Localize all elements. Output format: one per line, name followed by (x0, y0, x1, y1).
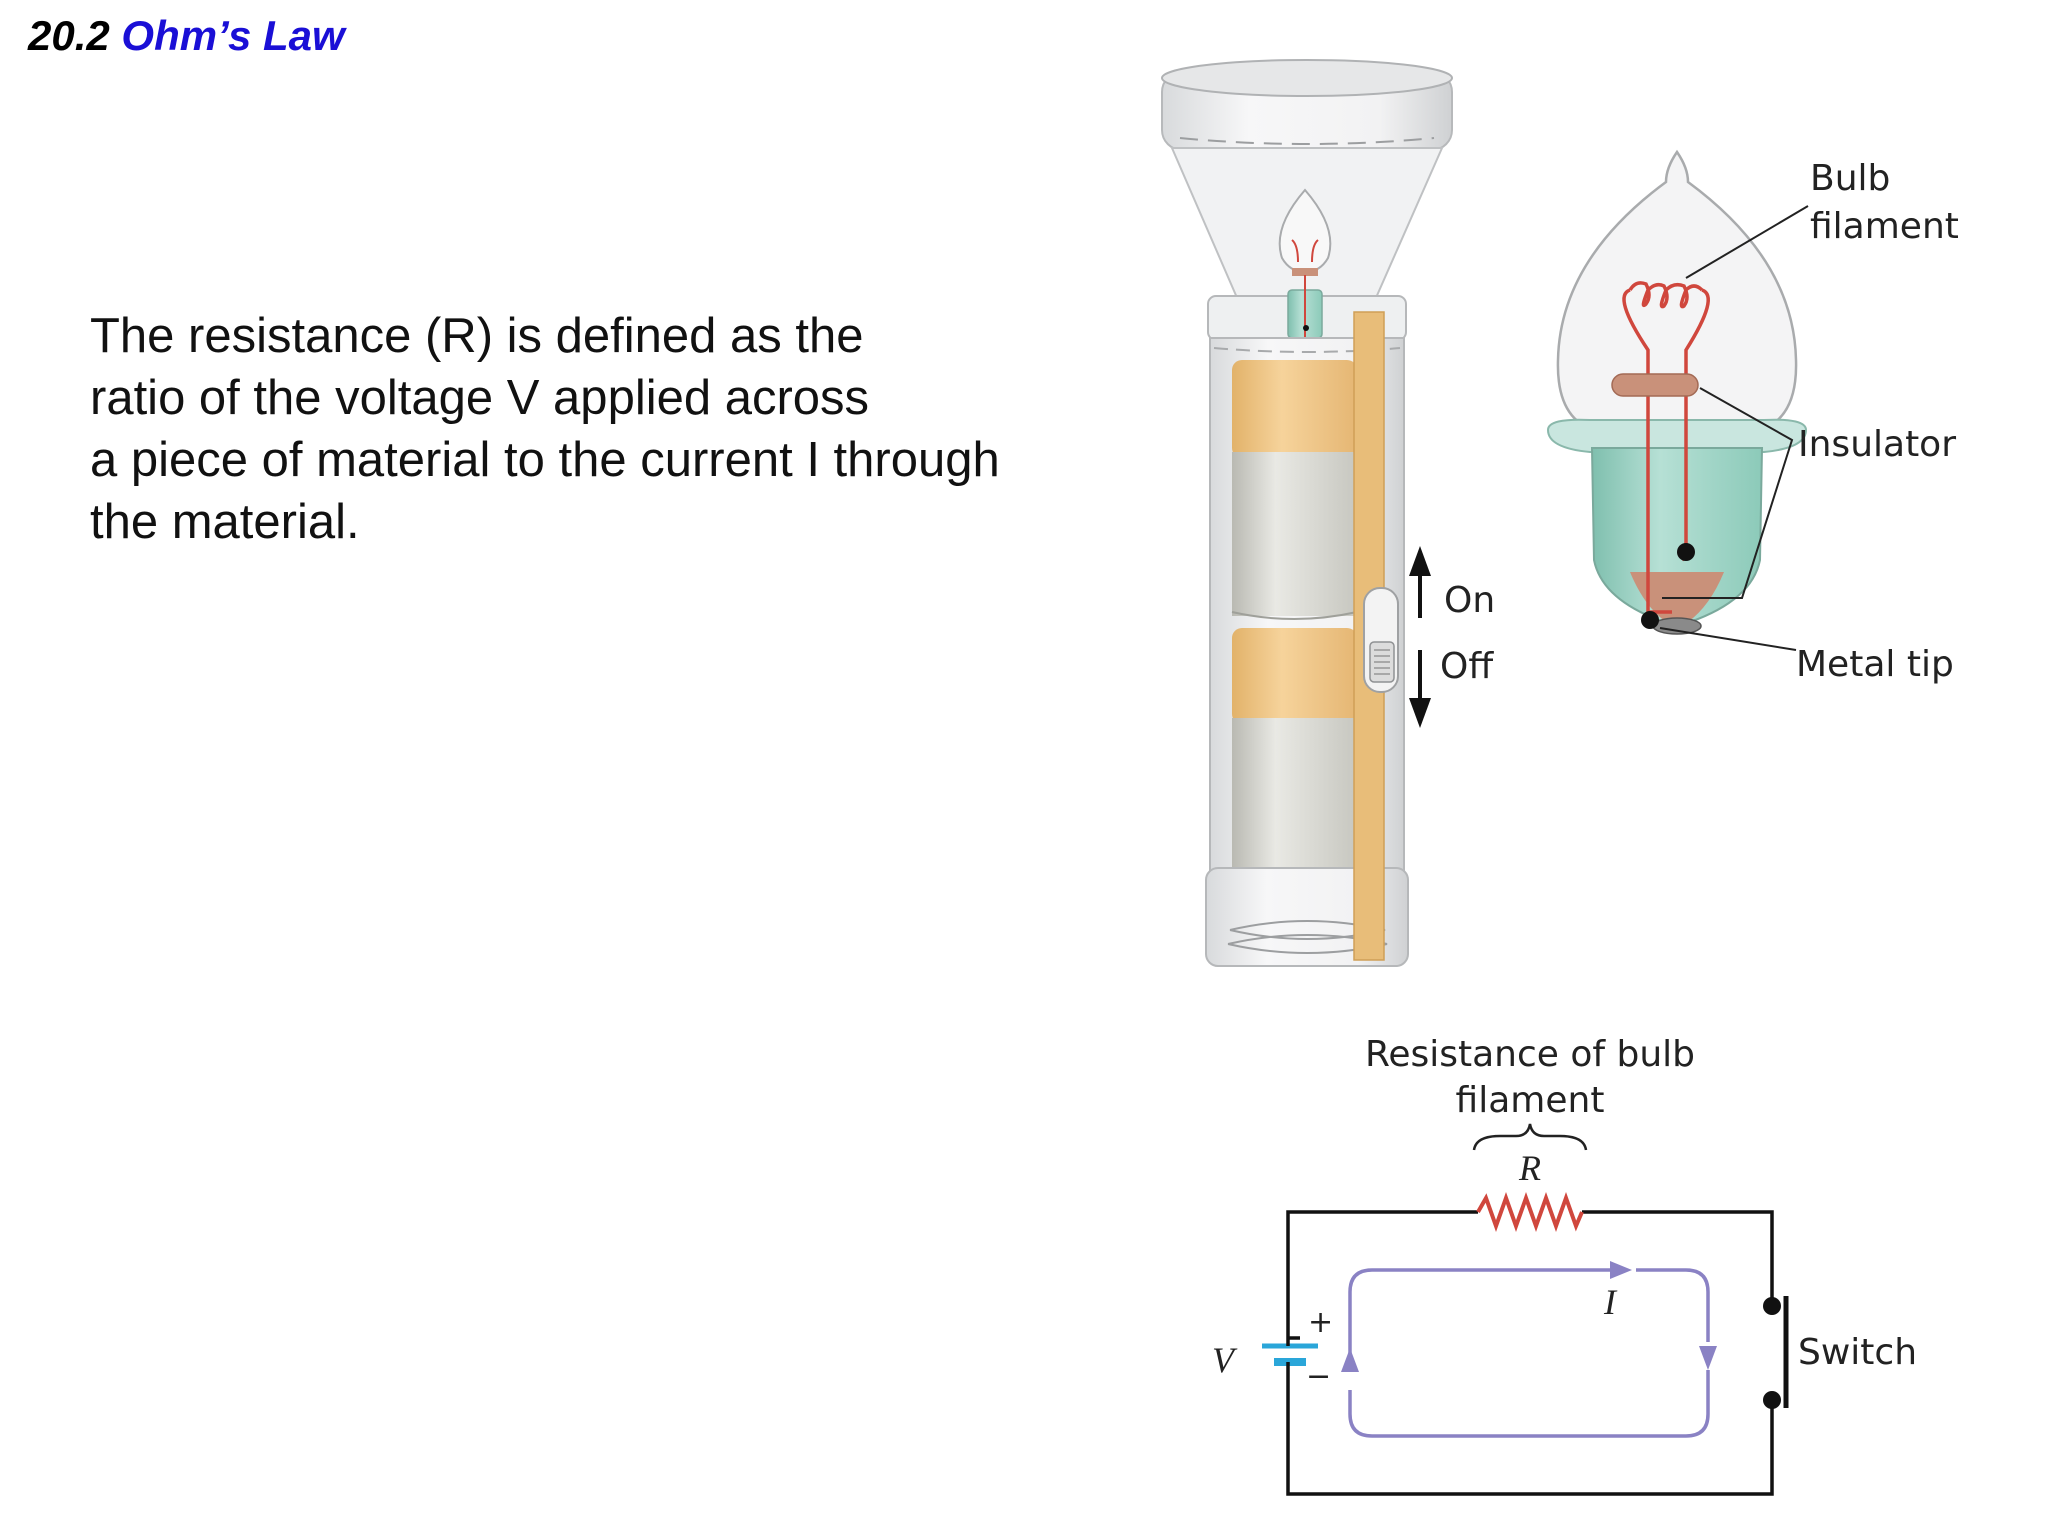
tip-contact-dot (1641, 611, 1659, 629)
insulator-label: Insulator (1798, 424, 1956, 465)
small-bulb-icon (1278, 188, 1332, 352)
metal-tip-label: Metal tip (1796, 644, 1954, 685)
switch-symbol (1763, 1296, 1789, 1409)
lead-contact-dot (1677, 543, 1695, 561)
battery-cell-upper (1231, 360, 1358, 620)
bulb-filament-label-line2: filament (1810, 206, 1959, 247)
section-title: Ohm’s Law (121, 12, 345, 59)
resistance-label-line1: Resistance of bulb (1365, 1034, 1695, 1075)
brace-icon (1472, 1123, 1588, 1151)
current-arrow-icon (1610, 1261, 1632, 1279)
current-symbol: I (1603, 1282, 1618, 1322)
resistor-symbol: R (1518, 1148, 1541, 1188)
bulb-flange (1546, 418, 1808, 453)
definition-line: The resistance (R) is defined as the (90, 309, 864, 363)
battery-symbol (1262, 1338, 1318, 1378)
bulb-leader-lines (1659, 205, 1809, 651)
current-arrow-icon (1341, 1348, 1359, 1372)
definition-text: The resistance (R) is defined as the rat… (90, 305, 1000, 553)
current-arrow-icon (1699, 1346, 1717, 1370)
definition-line: ratio of the voltage V applied across (90, 371, 870, 425)
section-number: 20.2 (28, 12, 110, 59)
resistor-zigzag (1476, 1192, 1584, 1232)
bulb-filament-label-line1: Bulb (1810, 158, 1890, 199)
definition-line: the material. (90, 495, 360, 549)
resistance-label-line2: filament (1456, 1080, 1605, 1121)
circuit-diagram: Resistance of bulb filament R + − V I (1212, 1034, 1917, 1496)
flashlight-switch[interactable] (1363, 587, 1399, 693)
voltage-symbol: V (1212, 1340, 1238, 1380)
off-arrow-icon (1409, 650, 1431, 728)
definition-line: a piece of material to the current I thr… (90, 433, 1000, 487)
flashlight-illustration: On Off (1161, 59, 1495, 967)
on-arrow-icon (1409, 546, 1431, 618)
switch-label: Switch (1798, 1332, 1917, 1373)
circuit-wires (1286, 1210, 1774, 1496)
switch-off-label: Off (1440, 646, 1494, 687)
minus-sign: − (1306, 1359, 1331, 1394)
plus-sign: + (1308, 1305, 1333, 1340)
bulb-illustration: Bulb filament Insulator Metal tip (1546, 149, 1959, 685)
slide-title: 20.2 Ohm’s Law (28, 12, 345, 60)
switch-on-label: On (1444, 580, 1495, 621)
current-path (1348, 1268, 1710, 1438)
battery-cell-lower (1232, 628, 1357, 878)
insulator-block (1611, 373, 1699, 397)
